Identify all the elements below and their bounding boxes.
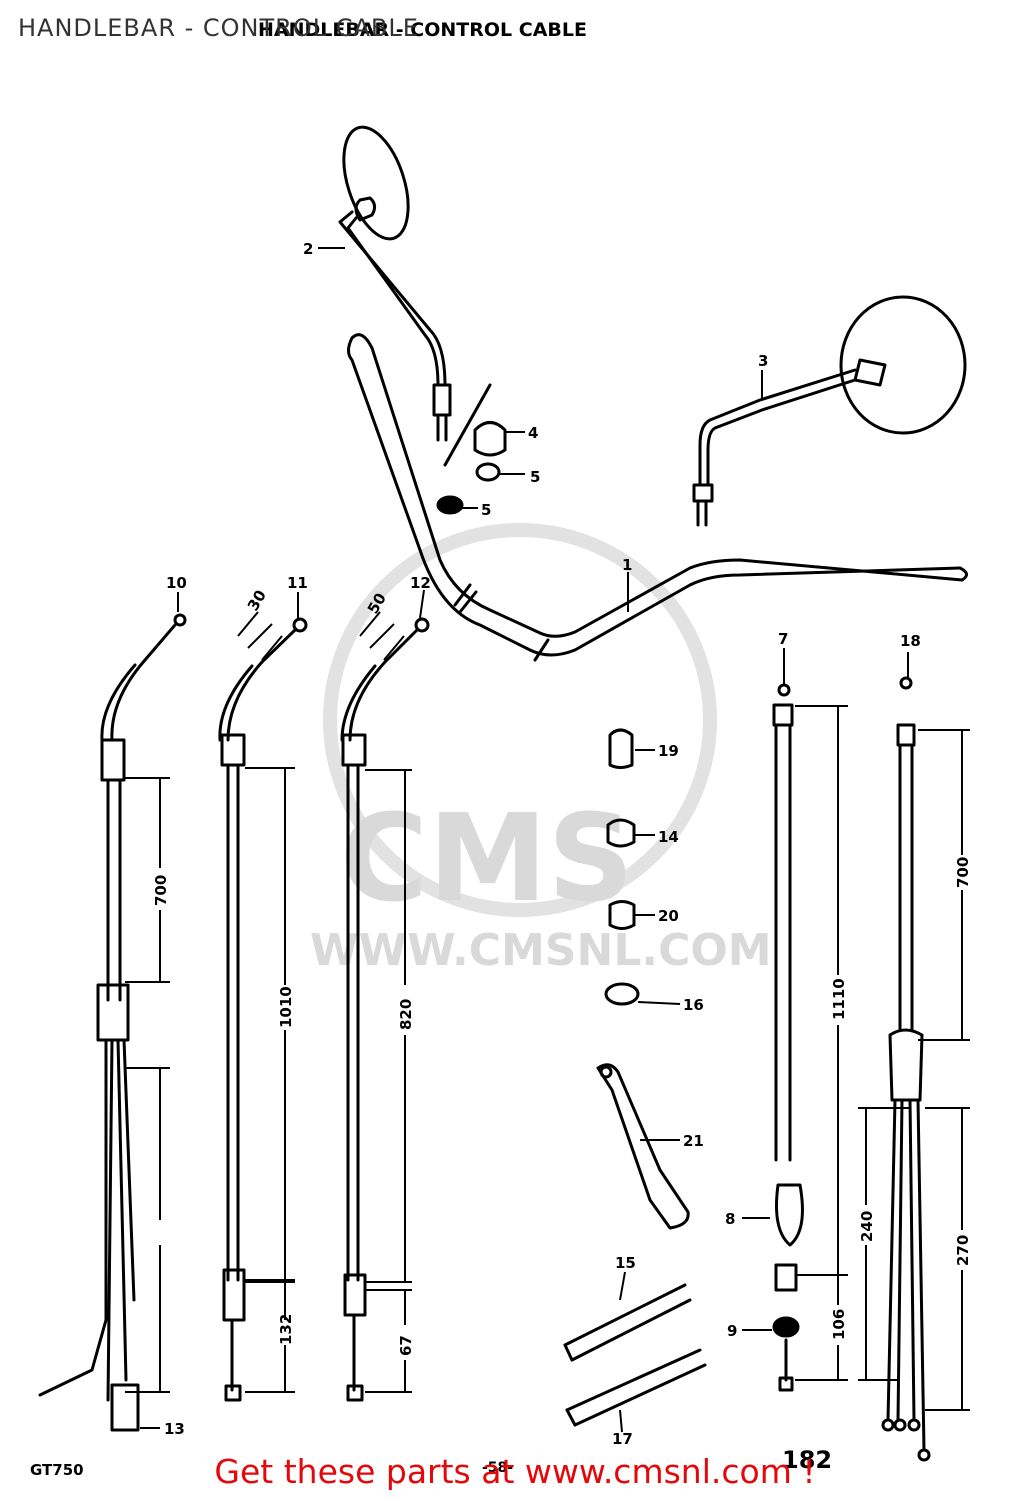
dim-106: 106	[830, 1309, 848, 1340]
label-part-11: 11	[287, 574, 308, 592]
cable-12	[340, 617, 430, 1402]
handlebar	[347, 333, 968, 662]
page-title: HANDLEBAR - CONTROL CABLE	[18, 14, 419, 42]
label-part-15: 15	[615, 1254, 636, 1272]
dim-67: 67	[397, 1335, 415, 1356]
dim-30: 30	[244, 587, 270, 614]
label-part-12: 12	[410, 574, 431, 592]
lever-21	[596, 1063, 690, 1230]
watermark-url: WWW.CMSNL.COM	[310, 925, 772, 976]
dim-240: 240	[858, 1211, 876, 1242]
dim-1110: 1110	[830, 978, 848, 1020]
dim-132: 132	[277, 1314, 295, 1345]
watermark: CMS WWW.CMSNL.COM	[310, 523, 772, 976]
ref-number: 182	[782, 1446, 832, 1474]
mirror-left	[338, 125, 452, 442]
label-part-3: 3	[758, 352, 768, 370]
model-code: GT750	[30, 1461, 84, 1479]
label-part-17: 17	[612, 1430, 633, 1448]
label-part-10: 10	[166, 574, 187, 592]
part-labels: 2 3 4 5 5 1 10 11 12 7 18 19 14 20 16 21…	[164, 240, 921, 1448]
label-part-5b: 5	[481, 501, 491, 519]
label-part-1: 1	[622, 556, 632, 574]
dim-1010: 1010	[277, 986, 295, 1028]
label-part-2: 2	[303, 240, 313, 258]
label-part-14: 14	[658, 828, 679, 846]
leader-lines	[140, 247, 909, 1433]
label-part-8: 8	[725, 1210, 735, 1228]
label-part-9: 9	[727, 1322, 737, 1340]
label-part-4: 4	[528, 424, 538, 442]
label-part-16: 16	[683, 996, 704, 1014]
cable-18	[881, 676, 931, 1462]
label-part-19: 19	[658, 742, 679, 760]
label-part-20: 20	[658, 907, 679, 925]
original-title: HANDLEBAR - CONTROL CABLE	[258, 19, 587, 41]
dimension-lines	[125, 611, 970, 1411]
dim-700-left: 700	[152, 875, 170, 906]
mirror-nuts	[436, 383, 507, 515]
dim-820: 820	[397, 999, 415, 1030]
fittings	[604, 728, 640, 1006]
cable-7	[772, 683, 804, 1392]
label-part-7: 7	[778, 630, 788, 648]
dim-700-right: 700	[954, 857, 972, 888]
tools	[563, 1283, 707, 1427]
label-part-13: 13	[164, 1420, 185, 1438]
page-number: -58-	[482, 1460, 513, 1476]
mirror-right	[692, 295, 967, 527]
cable-11	[218, 617, 308, 1402]
footer-link[interactable]: Get these parts at www.cmsnl.com !	[214, 1452, 816, 1491]
label-part-18: 18	[900, 632, 921, 650]
label-part-5a: 5	[530, 468, 540, 486]
dim-270: 270	[954, 1235, 972, 1266]
label-part-21: 21	[683, 1132, 704, 1150]
watermark-logo: CMS	[340, 790, 634, 929]
cable-10	[38, 613, 187, 1432]
